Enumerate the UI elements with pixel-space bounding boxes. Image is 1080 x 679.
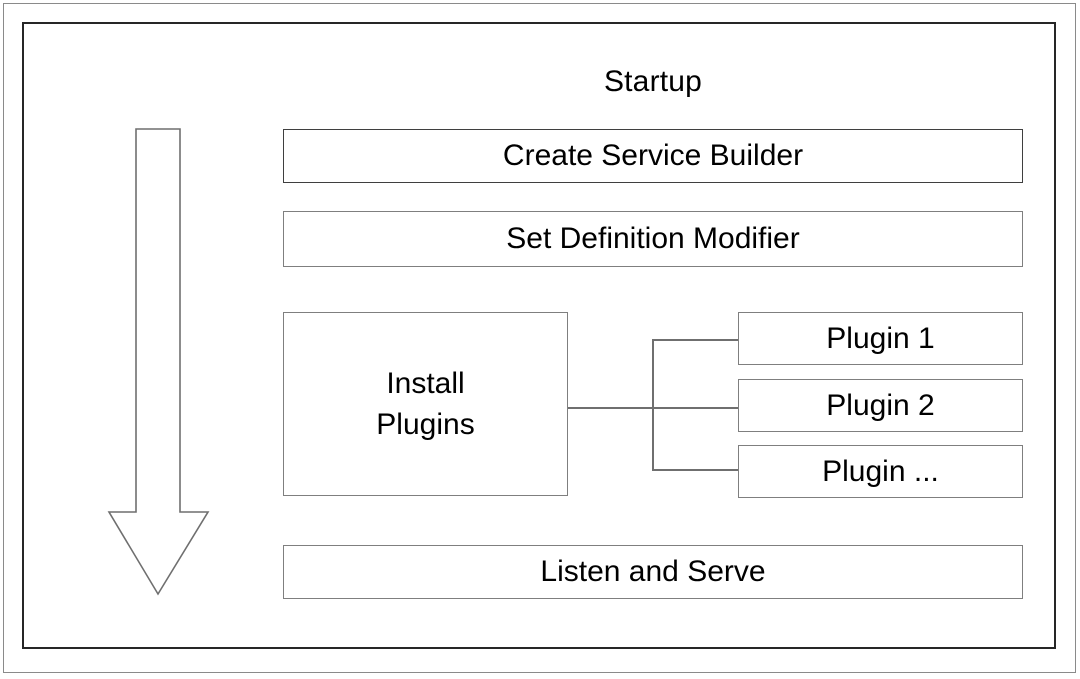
- step-box-install-plugins[interactable]: Install Plugins: [283, 312, 568, 496]
- step-box-create-service-builder[interactable]: Create Service Builder: [283, 129, 1023, 183]
- plugin-label: Plugin ...: [822, 454, 939, 488]
- step-label-line-1: Install: [386, 367, 465, 400]
- step-label-line-2: Plugins: [376, 408, 475, 441]
- step-box-listen-and-serve[interactable]: Listen and Serve: [283, 545, 1023, 599]
- plugin-box-2[interactable]: Plugin 2: [738, 379, 1023, 432]
- page-title: Startup: [603, 65, 703, 98]
- connector-vertical-riser: [652, 339, 654, 470]
- connector-branch-plugin-1: [652, 339, 738, 341]
- down-arrow-icon: [105, 124, 213, 599]
- plugin-box-1[interactable]: Plugin 1: [738, 312, 1023, 365]
- connector-branch-plugin-3: [652, 469, 738, 471]
- plugin-label: Plugin 1: [826, 321, 935, 355]
- step-label: Set Definition Modifier: [506, 222, 800, 255]
- plugin-box-3[interactable]: Plugin ...: [738, 445, 1023, 498]
- down-arrow-shape: [107, 128, 210, 596]
- step-label: Create Service Builder: [502, 139, 804, 172]
- step-box-set-definition-modifier[interactable]: Set Definition Modifier: [283, 211, 1023, 267]
- step-label: Listen and Serve: [540, 555, 766, 588]
- plugin-label: Plugin 2: [826, 388, 935, 422]
